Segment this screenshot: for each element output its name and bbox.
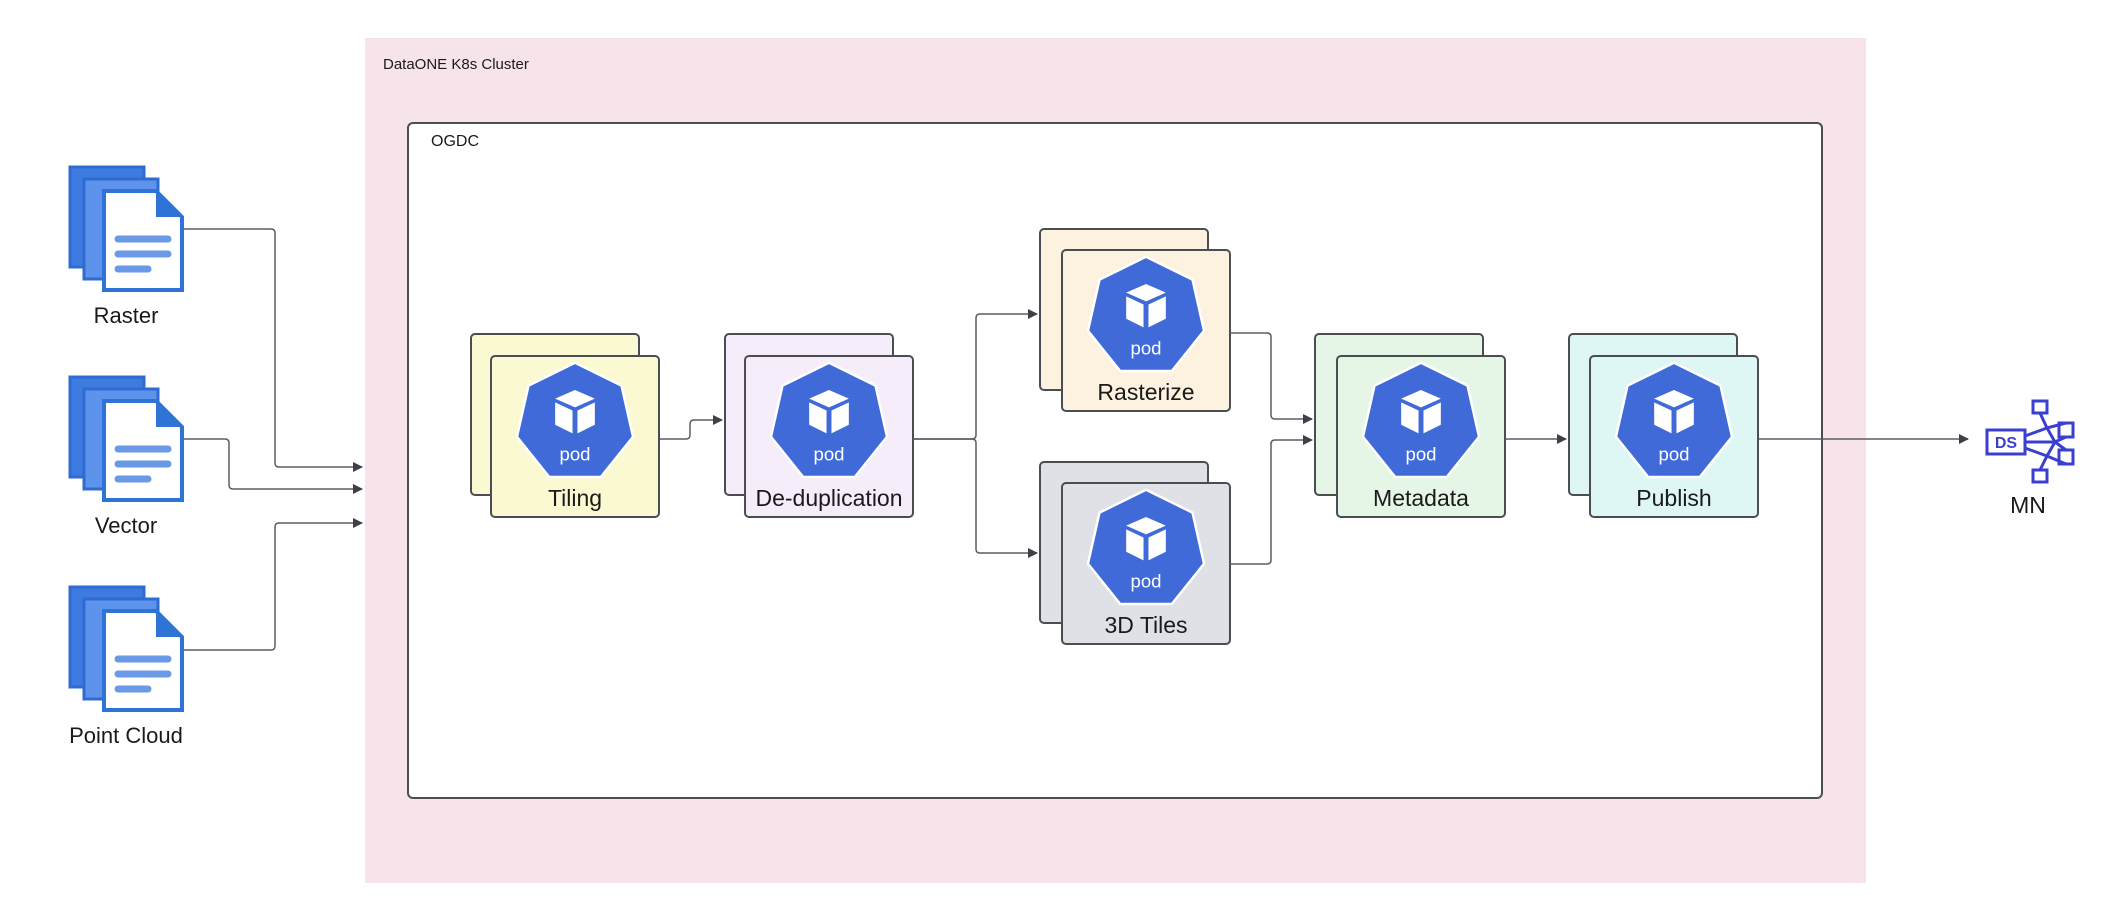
source-label-0: Raster [93, 303, 159, 328]
arrow-pointcloud-to-ogdc [184, 518, 363, 651]
mn-label: MN [2010, 492, 2046, 518]
dataone-member-node-icon: DS [1985, 399, 2075, 484]
stage-tiling[interactable]: pod Tiling [490, 355, 660, 518]
stage-deduplication[interactable]: pod De-duplication [744, 355, 914, 518]
kubernetes-pod-icon: pod [769, 361, 889, 479]
stage-label: De-duplication [755, 485, 903, 511]
kubernetes-pod-icon: pod [515, 361, 635, 479]
pod-label: pod [1405, 444, 1436, 465]
pod-label: pod [1130, 338, 1161, 359]
kubernetes-pod-icon: pod [1614, 361, 1734, 479]
stage-label: Rasterize [1097, 379, 1195, 405]
stage-label: Metadata [1373, 485, 1469, 511]
document-stack-icon [68, 375, 184, 502]
pod-label: pod [1658, 444, 1689, 465]
stage-3d-tiles[interactable]: pod 3D Tiles [1061, 482, 1231, 645]
kubernetes-pod-icon: pod [1361, 361, 1481, 479]
stage-publish[interactable]: pod Publish [1589, 355, 1759, 518]
pod-label: pod [813, 444, 844, 465]
document-stack-icon [68, 165, 184, 292]
source-label-1: Vector [94, 513, 158, 538]
kubernetes-pod-icon: pod [1086, 255, 1206, 373]
stage-label: Publish [1636, 485, 1712, 511]
pod-label: pod [1130, 571, 1161, 592]
cluster-label: DataONE K8s Cluster [383, 56, 529, 73]
stage-label: 3D Tiles [1104, 612, 1188, 638]
pod-label: pod [559, 444, 590, 465]
kubernetes-pod-icon: pod [1086, 488, 1206, 606]
arrow-vector-to-ogdc [184, 438, 363, 494]
stage-label: Tiling [547, 485, 603, 511]
source-label-2: Point Cloud [69, 723, 183, 748]
ogdc-label: OGDC [431, 133, 479, 150]
stage-metadata[interactable]: pod Metadata [1336, 355, 1506, 518]
stage-rasterize[interactable]: pod Rasterize [1061, 249, 1231, 412]
document-stack-icon [68, 585, 184, 712]
arrow-raster-to-ogdc [184, 228, 363, 472]
ds-badge: DS [1995, 435, 2018, 452]
